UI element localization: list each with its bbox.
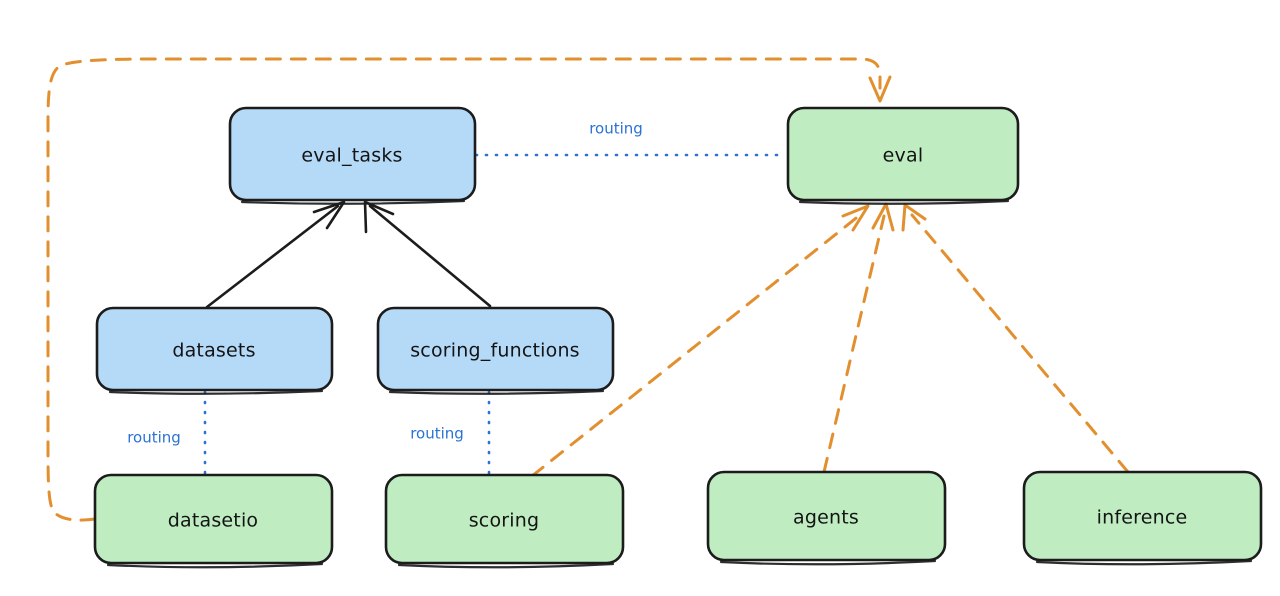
node-scoring-functions-shadow	[388, 389, 605, 395]
arrowhead-datasetio-eval	[868, 75, 892, 103]
node-scoring-label: scoring	[469, 510, 540, 532]
node-scoring-functions[interactable]: scoring_functions	[376, 306, 615, 395]
arrowhead-inference-eval	[901, 203, 927, 232]
edge-label-routing-datasets: routing	[127, 429, 181, 447]
node-eval-tasks-shadow	[240, 199, 466, 205]
node-scoring-functions-box	[376, 306, 615, 392]
edge-scoring-eval	[530, 213, 862, 478]
node-datasets[interactable]: datasets	[95, 306, 334, 395]
node-datasetio-label: datasetio	[168, 510, 259, 532]
arrowhead-datasets-eval-tasks	[312, 200, 346, 230]
routing-edges	[203, 153, 788, 475]
node-datasetio-shadow	[106, 562, 324, 569]
node-eval-tasks-box	[228, 106, 477, 202]
nodes: eval_tasks eval datasets scoring_functio…	[93, 106, 1263, 569]
node-agents-box	[706, 470, 947, 562]
node-inference[interactable]: inference	[1022, 470, 1263, 566]
edge-datasetio-eval	[46, 57, 882, 522]
node-eval-label: eval	[883, 145, 924, 167]
arrowhead-sf-eval-tasks	[363, 200, 395, 234]
node-inference-box	[1022, 470, 1263, 562]
node-datasets-label: datasets	[172, 340, 255, 362]
edge-inference-eval	[910, 213, 1130, 474]
node-datasetio[interactable]: datasetio	[93, 473, 334, 569]
node-agents-label: agents	[793, 507, 859, 529]
node-scoring-functions-label: scoring_functions	[410, 340, 580, 362]
edge-labels: routing routing routing	[127, 120, 643, 447]
node-eval-tasks[interactable]: eval_tasks	[228, 106, 477, 205]
composition-edges	[205, 200, 492, 309]
node-scoring-box	[384, 473, 625, 565]
edge-datasets-eval-tasks	[205, 204, 340, 309]
node-datasets-box	[95, 306, 334, 392]
node-agents[interactable]: agents	[706, 470, 947, 566]
node-eval[interactable]: eval	[786, 106, 1020, 205]
node-eval-box	[786, 106, 1020, 202]
dependency-edges	[46, 57, 1130, 522]
edge-label-routing-scoring: routing	[410, 425, 464, 443]
edge-agents-eval	[822, 214, 886, 474]
node-eval-shadow	[798, 199, 1010, 205]
node-datasets-shadow	[108, 389, 324, 395]
node-agents-shadow	[719, 559, 937, 566]
edge-label-routing-eval-tasks: routing	[589, 120, 643, 138]
node-scoring[interactable]: scoring	[384, 473, 625, 569]
node-inference-label: inference	[1097, 507, 1188, 529]
arrowhead-scoring-eval	[841, 204, 870, 232]
node-datasetio-box	[93, 473, 334, 565]
edge-scoring-functions-eval-tasks	[368, 204, 492, 308]
node-scoring-shadow	[397, 562, 615, 569]
node-eval-tasks-label: eval_tasks	[301, 145, 402, 167]
node-inference-shadow	[1035, 559, 1253, 566]
